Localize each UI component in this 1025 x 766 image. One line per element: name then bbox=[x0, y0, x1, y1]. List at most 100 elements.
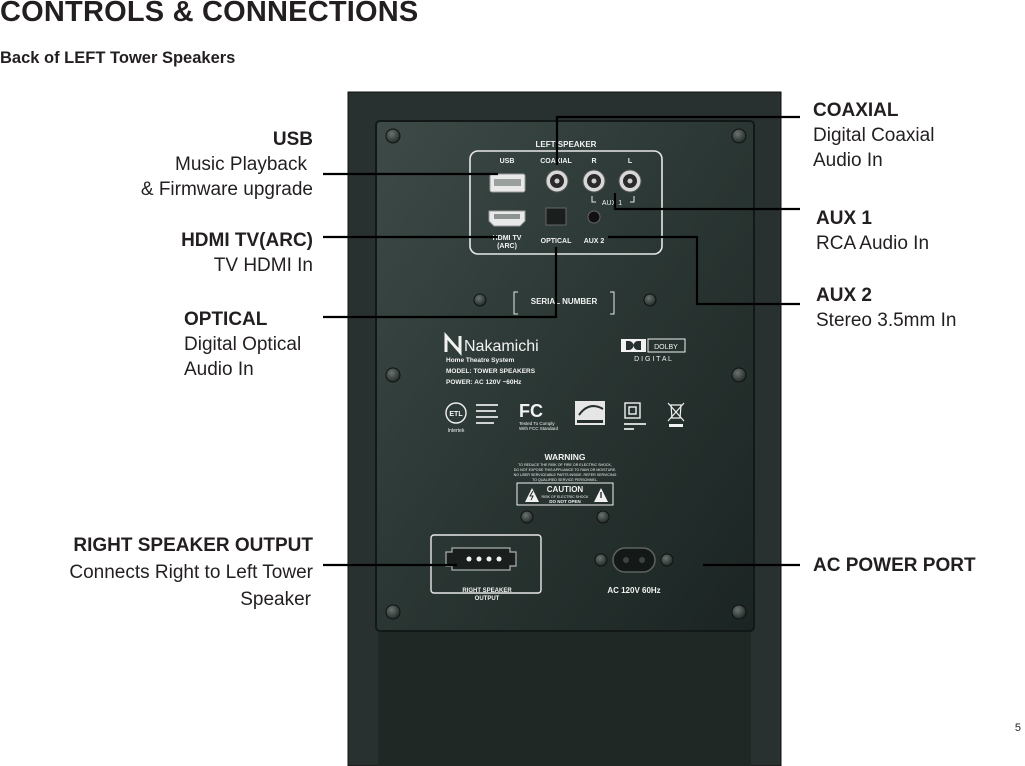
page-title: CONTROLS & CONNECTIONS bbox=[0, 0, 419, 28]
screw-icon bbox=[731, 128, 747, 144]
weee-bin-icon bbox=[667, 402, 685, 427]
aux2-callout-line1: Stereo 3.5mm In bbox=[816, 310, 957, 331]
fcc-text-2: With FCC Standard bbox=[519, 426, 559, 431]
caution-line-1: RISK OF ELECTRIC SHOCK bbox=[542, 495, 590, 499]
callout-leader-lines bbox=[323, 115, 800, 567]
aux2-port-label: AUX 2 bbox=[584, 238, 605, 245]
double-insulation-icon bbox=[624, 402, 641, 419]
optical-callout-line2: Audio In bbox=[184, 359, 254, 380]
brand-name: Nakamichi bbox=[464, 338, 539, 355]
caution-title: CAUTION bbox=[547, 485, 584, 494]
rca-right-jack-icon bbox=[582, 169, 606, 193]
screw-icon bbox=[473, 293, 487, 307]
cert-fine-print-2 bbox=[624, 423, 646, 430]
hdmi-callout-title: HDMI TV(ARC) bbox=[181, 230, 313, 251]
optical-leader bbox=[323, 247, 558, 319]
hdmi-callout: HDMI TV(ARC) TV HDMI In bbox=[181, 228, 313, 278]
screw-icon bbox=[731, 367, 747, 383]
aux1-callout-line1: RCA Audio In bbox=[816, 233, 930, 254]
screw-icon bbox=[596, 510, 610, 524]
svg-text:FC: FC bbox=[519, 401, 543, 421]
aux1-leader bbox=[613, 193, 800, 211]
aux2-callout-title: AUX 2 bbox=[816, 285, 872, 306]
caution-box bbox=[516, 482, 614, 506]
product-line: Home Theatre System bbox=[446, 357, 514, 364]
screw-icon bbox=[643, 293, 657, 307]
optical-callout: OPTICAL Digital Optical Audio In bbox=[184, 307, 301, 382]
dolby-digital-text: D I G I T A L bbox=[634, 356, 672, 363]
right-output-callout-title: RIGHT SPEAKER OUTPUT bbox=[73, 535, 313, 556]
optical-port-icon bbox=[545, 207, 567, 226]
coaxial-callout-line1: Digital Coaxial bbox=[813, 125, 935, 146]
warning-text-3: NO USER SERVICEABLE PARTS INSIDE. REFER … bbox=[514, 473, 617, 477]
coaxial-callout: COAXIAL Digital Coaxial Audio In bbox=[813, 98, 934, 173]
coaxial-callout-title: COAXIAL bbox=[813, 100, 899, 121]
ac-power-port-icon bbox=[594, 547, 674, 573]
fcc-logo-icon: FC bbox=[519, 401, 543, 421]
usb-callout-title: USB bbox=[272, 129, 313, 150]
optical-callout-line1: Digital Optical bbox=[184, 334, 302, 355]
optical-port-label: OPTICAL bbox=[541, 238, 572, 245]
coaxial-callout-line2: Audio In bbox=[813, 150, 883, 171]
connector-group-box bbox=[469, 150, 663, 255]
screw-icon bbox=[520, 510, 534, 524]
model-text: MODEL: TOWER SPEAKERS bbox=[446, 368, 536, 375]
r-port-label: R bbox=[591, 158, 596, 165]
ac-power-callout-title: AC POWER PORT bbox=[813, 555, 976, 576]
ac-power-callout: AC POWER PORT bbox=[813, 553, 976, 578]
screw-icon bbox=[385, 367, 401, 383]
l-port-label: L bbox=[628, 158, 633, 165]
aux1-callout-title: AUX 1 bbox=[816, 208, 872, 229]
coaxial-jack-icon bbox=[545, 169, 569, 193]
left-speaker-label: LEFT SPEAKER bbox=[536, 140, 597, 149]
usb-callout: USB Music Playback & Firmware upgrade bbox=[141, 127, 313, 202]
ac-rating-label: AC 120V 60Hz bbox=[607, 586, 660, 595]
right-output-label-1: RIGHT SPEAKER bbox=[462, 588, 512, 594]
coaxial-leader bbox=[555, 115, 800, 165]
rca-left-jack-icon bbox=[618, 169, 642, 193]
hdmi-port-label-2: (ARC) bbox=[497, 243, 517, 250]
fcc-text-1: Tested To Comply bbox=[519, 421, 555, 426]
power-rating: POWER: AC 120V ~60Hz bbox=[446, 379, 522, 386]
lightning-warning-icon bbox=[525, 488, 539, 502]
aux2-jack-icon bbox=[587, 210, 601, 224]
screw-icon bbox=[731, 604, 747, 620]
cabinet-lower-panel bbox=[378, 632, 751, 766]
aux1-callout: AUX 1 RCA Audio In bbox=[816, 206, 929, 256]
warning-title: WARNING bbox=[544, 452, 585, 462]
serial-number-label: SERIAL NUMBER bbox=[531, 297, 598, 306]
etl-mark-icon: ETL bbox=[445, 402, 467, 424]
right-output-callout-line2: Speaker bbox=[240, 589, 311, 610]
caution-line-2: DO NOT OPEN bbox=[549, 499, 581, 504]
intertek-text: Intertek bbox=[448, 428, 465, 434]
warning-text-1: TO REDUCE THE RISK OF FIRE OR ELECTRIC S… bbox=[518, 463, 612, 467]
svg-text:ETL: ETL bbox=[449, 411, 463, 418]
usb-port-inner bbox=[494, 179, 521, 186]
cert-fine-print bbox=[476, 404, 498, 424]
back-plate bbox=[375, 120, 755, 632]
usb-callout-line2: & Firmware upgrade bbox=[140, 179, 313, 200]
warning-text-2: DO NOT EXPOSE THIS APPLIANCE TO RAIN OR … bbox=[514, 468, 617, 472]
aux2-leader bbox=[608, 235, 800, 306]
optical-callout-title: OPTICAL bbox=[184, 309, 268, 330]
screw-icon bbox=[385, 604, 401, 620]
screw-icon bbox=[385, 128, 401, 144]
usb-port-label: USB bbox=[500, 158, 515, 165]
page-number: 5 bbox=[1014, 722, 1021, 734]
right-output-callout-line1: Connects Right to Left Tower bbox=[69, 562, 313, 583]
right-output-label-2: OUTPUT bbox=[475, 596, 500, 602]
dolby-logo-icon bbox=[621, 338, 686, 353]
page-subtitle: Back of LEFT Tower Speakers bbox=[0, 49, 236, 67]
energy-star-icon bbox=[575, 401, 605, 425]
aux1-port-label: AUX 1 bbox=[602, 200, 622, 207]
hdmi-port-label: HDMI TV bbox=[493, 235, 522, 242]
aux2-callout: AUX 2 Stereo 3.5mm In bbox=[816, 283, 956, 333]
right-output-callout: RIGHT SPEAKER OUTPUT Connects Right to L… bbox=[69, 532, 313, 613]
dolby-word: DOLBY bbox=[654, 344, 678, 351]
hdmi-callout-line1: TV HDMI In bbox=[213, 255, 313, 276]
screw-icons bbox=[385, 128, 747, 620]
nakamichi-logo-icon bbox=[444, 332, 462, 356]
usb-callout-line1: Music Playback bbox=[175, 154, 307, 175]
warning-text-4: TO QUALIFIED SERVICE PERSONNEL. bbox=[532, 478, 598, 482]
